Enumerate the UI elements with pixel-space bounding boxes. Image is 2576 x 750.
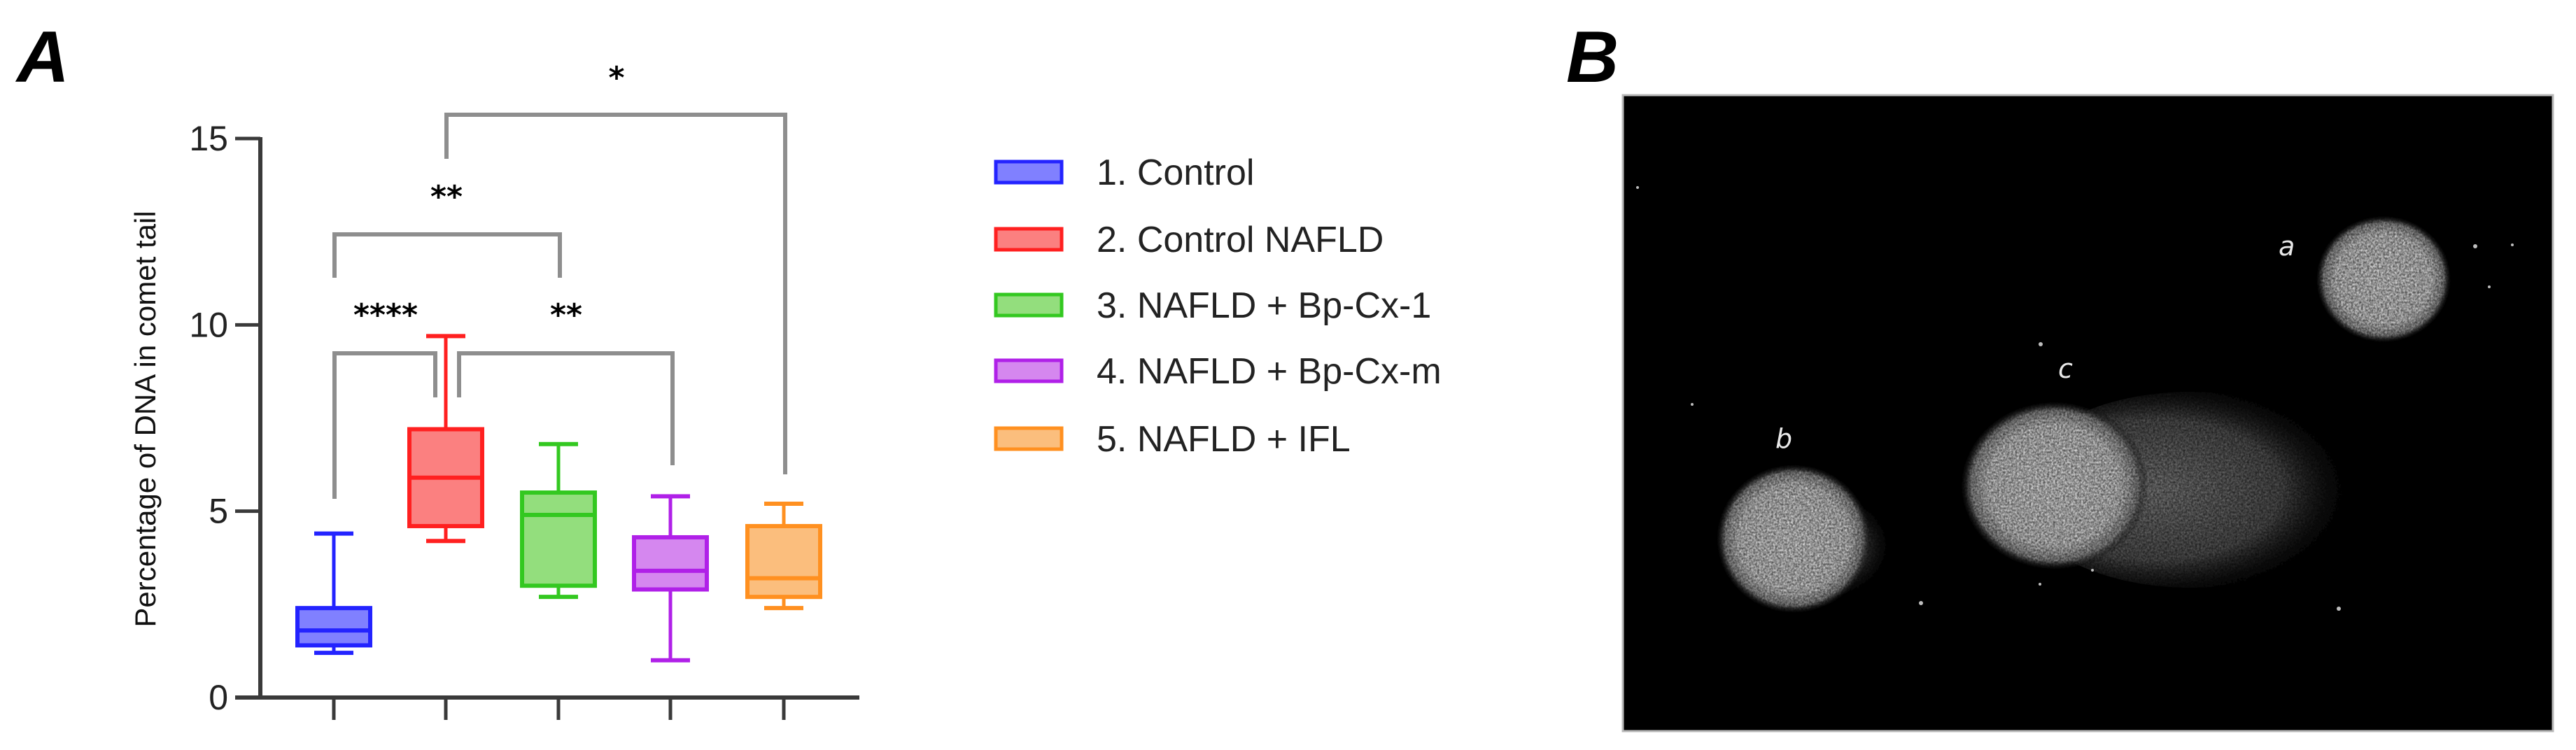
significance-brackets: ********* (332, 60, 787, 499)
comet-c-head (1959, 400, 2148, 571)
box-iqr (632, 535, 709, 592)
significance-label: ** (550, 297, 582, 333)
comet-a-head (2315, 215, 2452, 344)
bracket-line (332, 232, 562, 278)
legend-item: 4. NAFLD + Bp-Cx-m (994, 351, 1442, 392)
box-group (520, 441, 597, 600)
significance-label: * (608, 60, 624, 96)
legend-label: 4. NAFLD + Bp-Cx-m (1097, 351, 1442, 392)
box-iqr (520, 490, 597, 588)
box-iqr (745, 523, 822, 600)
comet-label-c: c (2058, 353, 2073, 384)
comet-label-b: b (1775, 423, 1792, 454)
comet-label-a: a (2279, 231, 2295, 262)
comet-assay-image: a c b (1621, 94, 2554, 733)
legend-label: 5. NAFLD + IFL (1097, 419, 1351, 460)
legend-item: 3. NAFLD + Bp-Cx-1 (994, 285, 1431, 326)
legend-swatch (994, 227, 1064, 252)
x-axis (235, 695, 859, 720)
legend-swatch (994, 358, 1064, 383)
legend-label: 3. NAFLD + Bp-Cx-1 (1097, 285, 1431, 326)
legend-label: 1. Control (1097, 153, 1254, 193)
y-axis-label: Percentage of DNA in comet tail (129, 211, 162, 627)
chart-a: Percentage of DNA in comet tail 0 5 10 15 *… (129, 60, 1442, 720)
legend-swatch (994, 292, 1064, 318)
box-group (407, 334, 484, 544)
comet-b-head (1715, 463, 1872, 614)
panel-b-label: B (1566, 17, 1619, 98)
box-plots (295, 334, 822, 663)
legend-swatch (994, 160, 1064, 185)
y-tick-label: 5 (209, 492, 228, 531)
bracket-line (457, 351, 675, 465)
significance-bracket: ** (332, 179, 562, 278)
legend: 1. Control 2. Control NAFLD 3. NAFLD + Bp-… (994, 153, 1442, 460)
significance-label: ** (430, 179, 463, 215)
bracket-line (444, 113, 787, 474)
significance-bracket: * (444, 60, 787, 474)
legend-label: 2. Control NAFLD (1097, 220, 1384, 260)
box-group (632, 494, 709, 663)
y-tick-label: 15 (189, 119, 228, 158)
box-iqr (295, 606, 372, 648)
legend-item: 2. Control NAFLD (994, 220, 1384, 260)
box-group (745, 502, 822, 611)
y-tick-label: 10 (189, 305, 228, 344)
y-axis: 0 5 10 15 (189, 119, 262, 717)
significance-bracket: **** (332, 297, 437, 499)
box-group (295, 531, 372, 656)
legend-item: 1. Control (994, 153, 1254, 193)
legend-swatch (994, 426, 1064, 451)
legend-item: 5. NAFLD + IFL (994, 419, 1351, 460)
significance-label: **** (353, 297, 418, 333)
panel-a-label: A (17, 17, 70, 98)
debris-dots (1636, 186, 2514, 611)
bracket-line (332, 351, 437, 499)
y-tick-label: 0 (209, 678, 228, 717)
significance-bracket: ** (457, 297, 675, 465)
